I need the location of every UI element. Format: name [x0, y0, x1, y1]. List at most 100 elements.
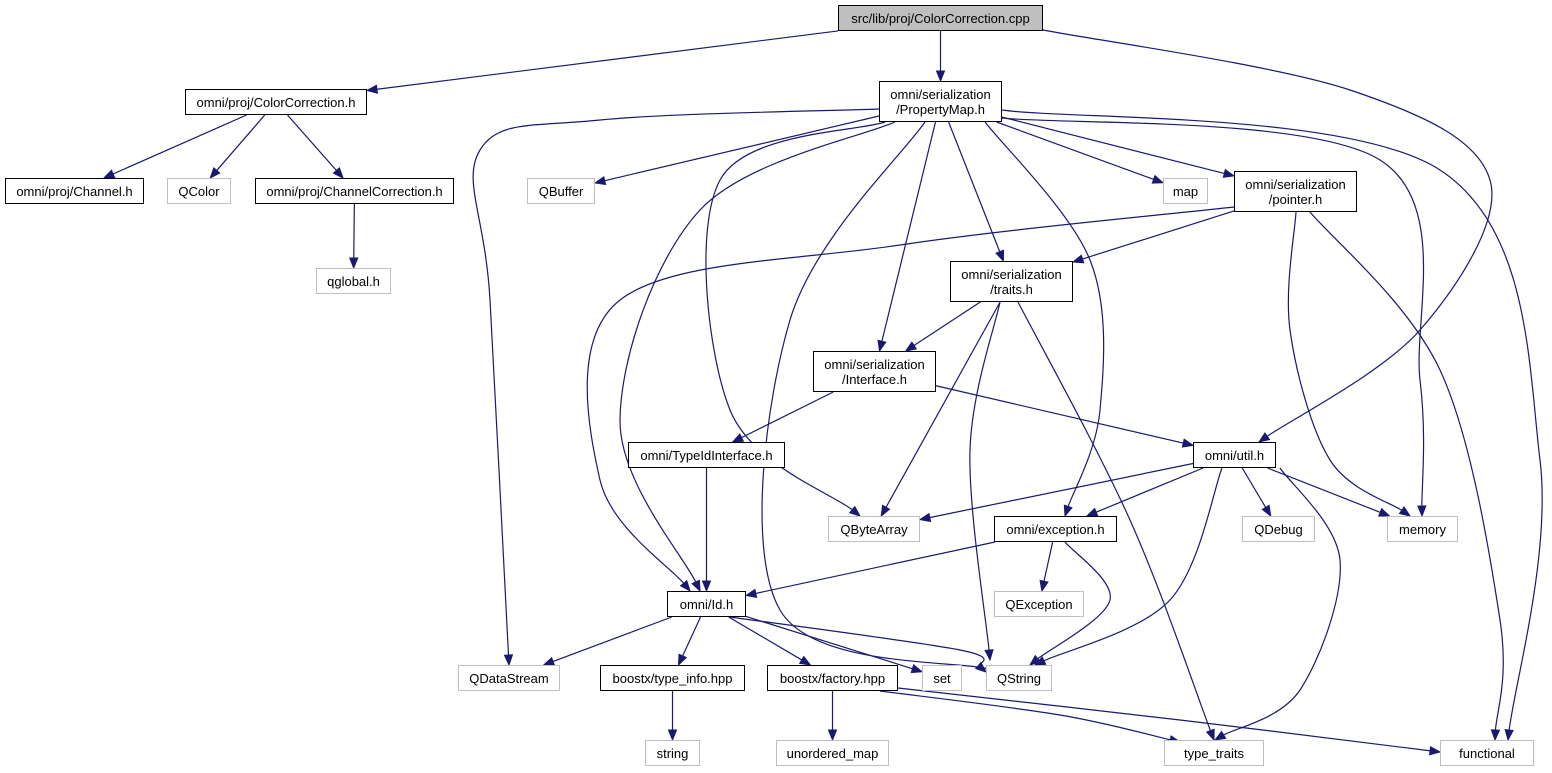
- arrowhead-icon: [1205, 728, 1215, 742]
- edge-line: [1222, 467, 1341, 736]
- edge-line: [1287, 211, 1403, 512]
- arrowhead-icon: [1071, 254, 1085, 264]
- arrowhead-icon: [1213, 730, 1227, 741]
- node-factory-hpp[interactable]: boostx/factory.hpp: [767, 665, 898, 691]
- arrowhead-icon: [798, 655, 812, 666]
- edge-line: [215, 114, 266, 172]
- edge-interface-to-typeidif: [731, 391, 834, 443]
- node-string: string: [645, 740, 700, 766]
- edge-util-to-qstring: [1033, 467, 1223, 666]
- arrowhead-icon: [1039, 579, 1049, 593]
- edge-line: [1001, 109, 1543, 732]
- node-typeidinterface-h[interactable]: omni/TypeIdInterface.h: [628, 442, 785, 468]
- edge-line: [984, 121, 1105, 508]
- edge-line: [1042, 467, 1223, 662]
- edge-pointer-to-traits: [1071, 210, 1235, 264]
- node-channelcorrection-h[interactable]: omni/proj/ChannelCorrection.h: [255, 178, 454, 204]
- node-qstring: QString: [986, 665, 1052, 691]
- arrowhead-icon: [1222, 168, 1236, 178]
- edge-propertymap-to-pointer: [1001, 116, 1236, 178]
- edge-line: [1241, 467, 1267, 509]
- edge-propertymap-to-id: [619, 121, 896, 593]
- arrowhead-icon: [974, 661, 988, 673]
- edge-propertymap-to-functional: [1001, 109, 1543, 742]
- edge-propertymap-to-qstring: [761, 121, 1002, 674]
- arrowhead-icon: [1085, 507, 1099, 517]
- node-qglobal-h: qglobal.h: [316, 268, 391, 294]
- arrowhead-icon: [593, 175, 607, 186]
- node-map: map: [1163, 178, 1208, 204]
- edge-line: [1001, 117, 1425, 508]
- arrowhead-icon: [365, 84, 379, 94]
- edge-id-to-qdatastream: [542, 616, 673, 666]
- node-type-traits: type_traits: [1164, 740, 1264, 766]
- node-qbuffer: QBuffer: [527, 178, 595, 204]
- edge-line: [928, 462, 1194, 519]
- arrowhead-icon: [1028, 654, 1042, 666]
- edge-pointer-to-functional: [1309, 211, 1504, 742]
- edge-line: [1043, 541, 1054, 583]
- arrowhead-icon: [102, 169, 116, 179]
- edge-line: [969, 301, 1001, 652]
- arrowhead-icon: [880, 504, 891, 518]
- edge-factory-to-functional: [897, 687, 1442, 756]
- edge-line: [885, 301, 1001, 509]
- arrowhead-icon: [209, 166, 221, 180]
- edge-line: [881, 121, 937, 343]
- node-qdebug: QDebug: [1242, 516, 1315, 542]
- node-id-h[interactable]: omni/Id.h: [667, 591, 746, 617]
- edge-line: [879, 690, 1172, 741]
- node-exception-h[interactable]: omni/exception.h: [994, 516, 1117, 542]
- edge-factory-to-unordered_map: [827, 691, 838, 742]
- arrowhead-icon: [1181, 438, 1195, 448]
- node-propertymap-h[interactable]: omni/serialization /PropertyMap.h: [879, 81, 1002, 122]
- node-functional: functional: [1440, 740, 1534, 766]
- edge-root-to-colorcorr_h: [365, 30, 839, 94]
- arrowhead-icon: [1261, 504, 1272, 518]
- arrowhead-icon: [1257, 432, 1271, 443]
- edge-line: [761, 121, 992, 671]
- edge-util-to-type_traits: [1213, 467, 1341, 741]
- edge-typeinfo-to-string: [667, 691, 678, 742]
- node-root: src/lib/proj/ColorCorrection.cpp: [838, 5, 1043, 31]
- edge-channelcorr-to-qglobal: [349, 203, 359, 270]
- node-channel-h[interactable]: omni/proj/Channel.h: [5, 178, 144, 204]
- node-pointer-h[interactable]: omni/serialization /pointer.h: [1234, 171, 1357, 212]
- node-util-h[interactable]: omni/util.h: [1193, 442, 1276, 468]
- edge-pointer-to-id: [586, 206, 1235, 593]
- node-qexception: QException: [994, 591, 1084, 617]
- edge-exception-to-qstring: [1028, 541, 1111, 666]
- arrowhead-icon: [677, 653, 688, 667]
- arrowhead-icon: [744, 588, 758, 598]
- arrowhead-icon: [667, 729, 678, 742]
- arrowhead-icon: [349, 257, 359, 270]
- edge-propertymap-to-memory: [1001, 117, 1427, 518]
- node-traits-h[interactable]: omni/serialization /traits.h: [950, 261, 1073, 302]
- arrowhead-icon: [918, 512, 932, 523]
- edge-line: [705, 121, 886, 511]
- edge-line: [935, 385, 1185, 444]
- arrowhead-icon: [1377, 507, 1391, 517]
- edge-propertymap-to-exception: [984, 121, 1105, 518]
- edge-colorcorr_h-to-channel: [102, 114, 247, 179]
- node-interface-h[interactable]: omni/serialization /Interface.h: [813, 351, 936, 392]
- edge-interface-to-util: [935, 385, 1195, 448]
- edge-line: [912, 301, 981, 347]
- edge-traits-to-qbytearray: [880, 301, 1001, 518]
- edge-factory-to-type_traits: [879, 690, 1182, 745]
- edge-line: [111, 114, 247, 175]
- edge-line: [472, 108, 880, 657]
- edge-line: [551, 616, 673, 663]
- arrowhead-icon: [935, 70, 946, 83]
- edge-line: [897, 687, 1432, 752]
- node-colorcorrection-h[interactable]: omni/proj/ColorCorrection.h: [185, 89, 367, 115]
- edge-id-to-set: [745, 615, 924, 674]
- edge-line: [754, 541, 996, 595]
- arrowhead-icon: [1151, 174, 1165, 184]
- arrowhead-icon: [731, 433, 745, 443]
- edge-util-to-qdebug: [1241, 467, 1272, 518]
- edge-id-to-qstring: [729, 616, 988, 673]
- arrowhead-icon: [984, 649, 994, 662]
- edge-propertymap-to-traits: [948, 121, 1004, 263]
- node-type-info-hpp[interactable]: boostx/type_info.hpp: [600, 665, 745, 691]
